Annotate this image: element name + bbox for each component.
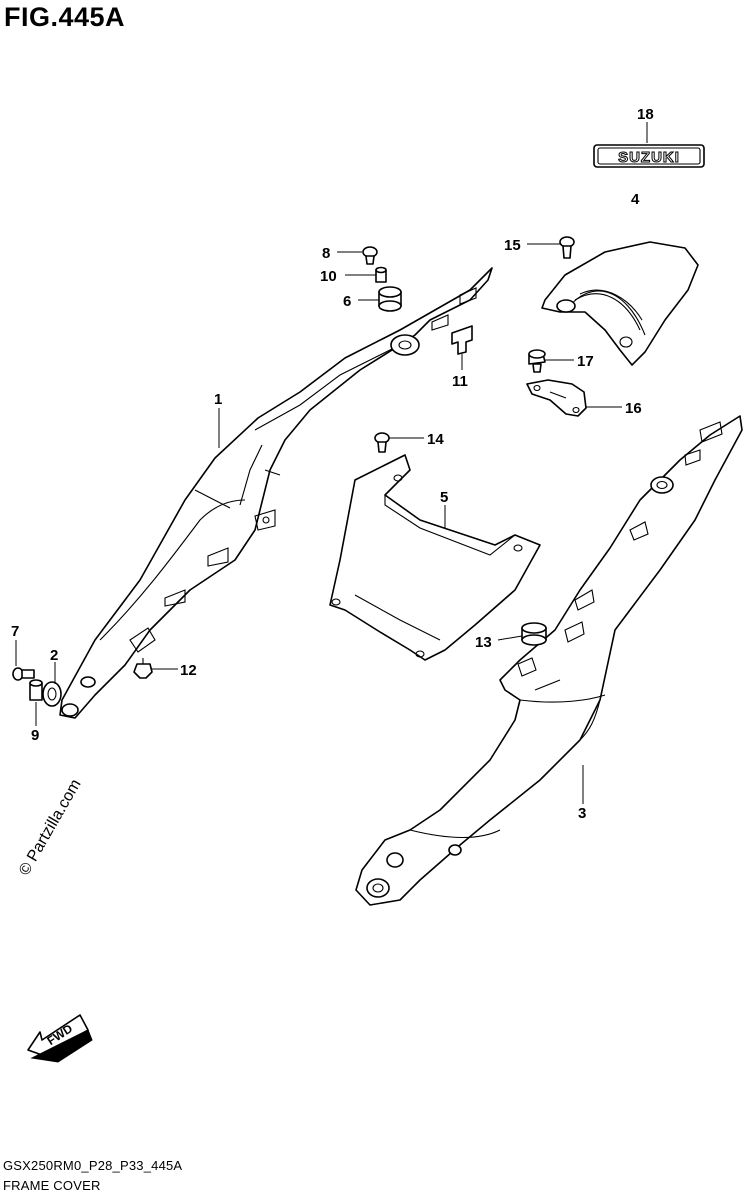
callout-11: 11 bbox=[452, 373, 468, 390]
part-11-bracket bbox=[451, 325, 473, 355]
fwd-arrow-icon: FWD bbox=[27, 1014, 93, 1063]
part-10-collar bbox=[375, 266, 387, 283]
part-2-grommet bbox=[42, 681, 62, 707]
part-12-clip bbox=[133, 658, 153, 679]
callout-17: 17 bbox=[577, 353, 594, 370]
part-7-screw bbox=[12, 667, 35, 681]
callout-10: 10 bbox=[320, 268, 337, 285]
part-3-right-frame-cover bbox=[355, 415, 743, 906]
callout-13: 13 bbox=[475, 634, 492, 651]
part-13-grommet bbox=[521, 622, 547, 646]
callout-15: 15 bbox=[504, 237, 521, 254]
callout-18: 18 bbox=[637, 106, 654, 123]
callout-7: 7 bbox=[11, 623, 19, 640]
part-17-bolt bbox=[528, 349, 546, 373]
callout-8: 8 bbox=[322, 245, 330, 262]
part-9-collar bbox=[29, 679, 43, 701]
callout-3: 3 bbox=[578, 805, 586, 822]
part-8-screw bbox=[362, 246, 378, 265]
callout-12: 12 bbox=[180, 662, 197, 679]
callout-9: 9 bbox=[31, 727, 39, 744]
figure-title: FIG.445A bbox=[4, 2, 126, 32]
callout-5: 5 bbox=[440, 489, 448, 506]
callout-16: 16 bbox=[625, 400, 642, 417]
callout-4: 4 bbox=[631, 191, 640, 208]
part-6-grommet bbox=[378, 286, 402, 312]
part-5-center-cover bbox=[329, 454, 541, 661]
callout-14: 14 bbox=[427, 431, 444, 448]
part-18-suzuki-emblem: SUZUKI bbox=[593, 144, 705, 168]
callout-1: 1 bbox=[214, 391, 222, 408]
callout-labels: 1 2 3 4 5 6 7 8 9 10 11 12 13 14 15 16 1… bbox=[11, 106, 654, 822]
part-4-rear-cover bbox=[541, 241, 699, 366]
part-14-screw bbox=[374, 432, 390, 453]
part-1-left-frame-cover bbox=[59, 267, 493, 719]
model-code: GSX250RM0_P28_P33_445A bbox=[3, 1158, 183, 1173]
part-16-bracket-plate bbox=[526, 379, 587, 417]
emblem-text: SUZUKI bbox=[618, 149, 680, 166]
figure-caption: FRAME COVER bbox=[3, 1178, 101, 1193]
callout-6: 6 bbox=[343, 293, 351, 310]
callout-2: 2 bbox=[50, 647, 58, 664]
leader-lines bbox=[15, 122, 648, 804]
part-15-screw bbox=[559, 236, 575, 259]
